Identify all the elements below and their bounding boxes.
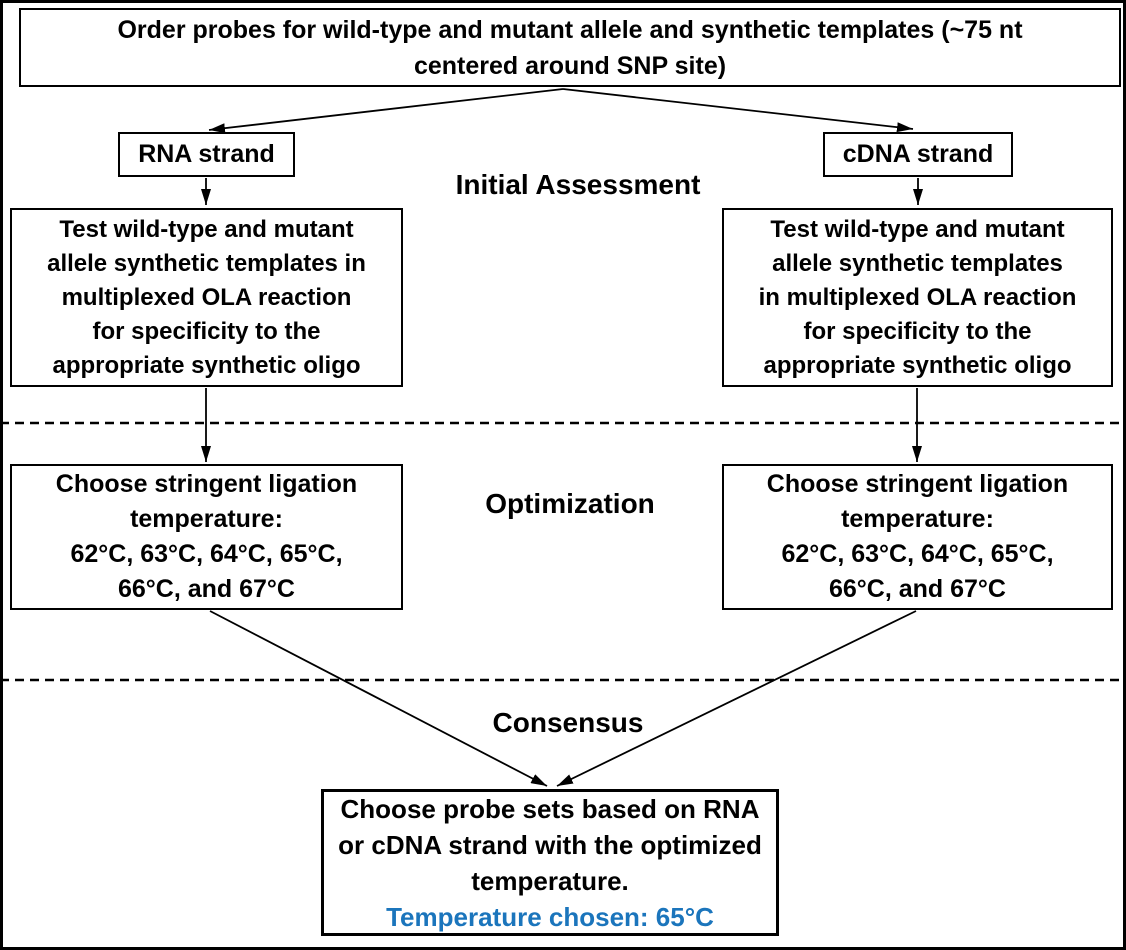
stage-label-consensus: Consensus [492, 707, 644, 738]
temperature-chosen-text: Temperature chosen: 65°C [386, 901, 714, 932]
order-probes-line: Order probes for wild-type and mutant al… [117, 15, 1023, 44]
ligation-temp-cdna-line: 62°C, 63°C, 64°C, 65°C, [781, 540, 1054, 568]
ligation-temp-cdna-line: 66°C, and 67°C [828, 575, 1006, 603]
final-decision-line: or cDNA strand with the optimized [338, 829, 762, 860]
arrow-top-to-rna [208, 88, 564, 134]
final-decision-box: Choose probe sets based on RNA or cDNA s… [321, 789, 779, 936]
test-box-rna-line: allele synthetic templates in [47, 249, 366, 277]
test-box-cdna-line: appropriate synthetic oligo [763, 351, 1072, 379]
ligation-temp-rna-line: 62°C, 63°C, 64°C, 65°C, [70, 540, 343, 568]
test-box-rna-line: for specificity to the [92, 317, 321, 345]
final-decision-line: Choose probe sets based on RNA [340, 793, 760, 824]
ligation-temp-rna-line: 66°C, and 67°C [117, 575, 295, 603]
ligation-temp-rna-line: Choose stringent ligation [55, 470, 358, 498]
arrow-temp-left-to-final [209, 610, 548, 787]
rna-strand-label: RNA strand [138, 140, 275, 168]
order-probes-box: Order probes for wild-type and mutant al… [19, 8, 1121, 87]
test-box-rna-line: appropriate synthetic oligo [52, 351, 361, 379]
rna-strand-box: RNA strand [118, 132, 295, 177]
cdna-strand-box: cDNA strand [823, 132, 1013, 177]
test-box-cdna-line: for specificity to the [803, 317, 1032, 345]
ligation-temp-box-cdna: Choose stringent ligation temperature: 6… [722, 464, 1113, 610]
test-box-rna: Test wild-type and mutant allele synthet… [10, 208, 403, 387]
ligation-temp-rna-line: temperature: [130, 505, 283, 533]
test-box-cdna-line: Test wild-type and mutant [770, 215, 1065, 243]
ligation-temp-cdna-line: Choose stringent ligation [766, 470, 1069, 498]
ligation-temp-box-rna: Choose stringent ligation temperature: 6… [10, 464, 403, 610]
cdna-strand-label: cDNA strand [842, 140, 994, 168]
final-decision-line: temperature. [471, 865, 629, 896]
test-box-rna-line: Test wild-type and mutant [59, 215, 354, 243]
test-box-cdna-line: in multiplexed OLA reaction [758, 283, 1077, 311]
stage-label-optimization: Optimization [485, 488, 655, 519]
test-box-cdna-line: allele synthetic templates [772, 249, 1063, 277]
arrow-top-to-cdna [562, 88, 914, 133]
order-probes-line: centered around SNP site) [413, 51, 727, 80]
test-box-cdna: Test wild-type and mutant allele synthet… [722, 208, 1113, 387]
arrow-temp-right-to-final [556, 610, 917, 787]
test-box-rna-line: multiplexed OLA reaction [61, 283, 352, 311]
stage-label-initial-assessment: Initial Assessment [455, 169, 701, 200]
ligation-temp-cdna-line: temperature: [841, 505, 994, 533]
